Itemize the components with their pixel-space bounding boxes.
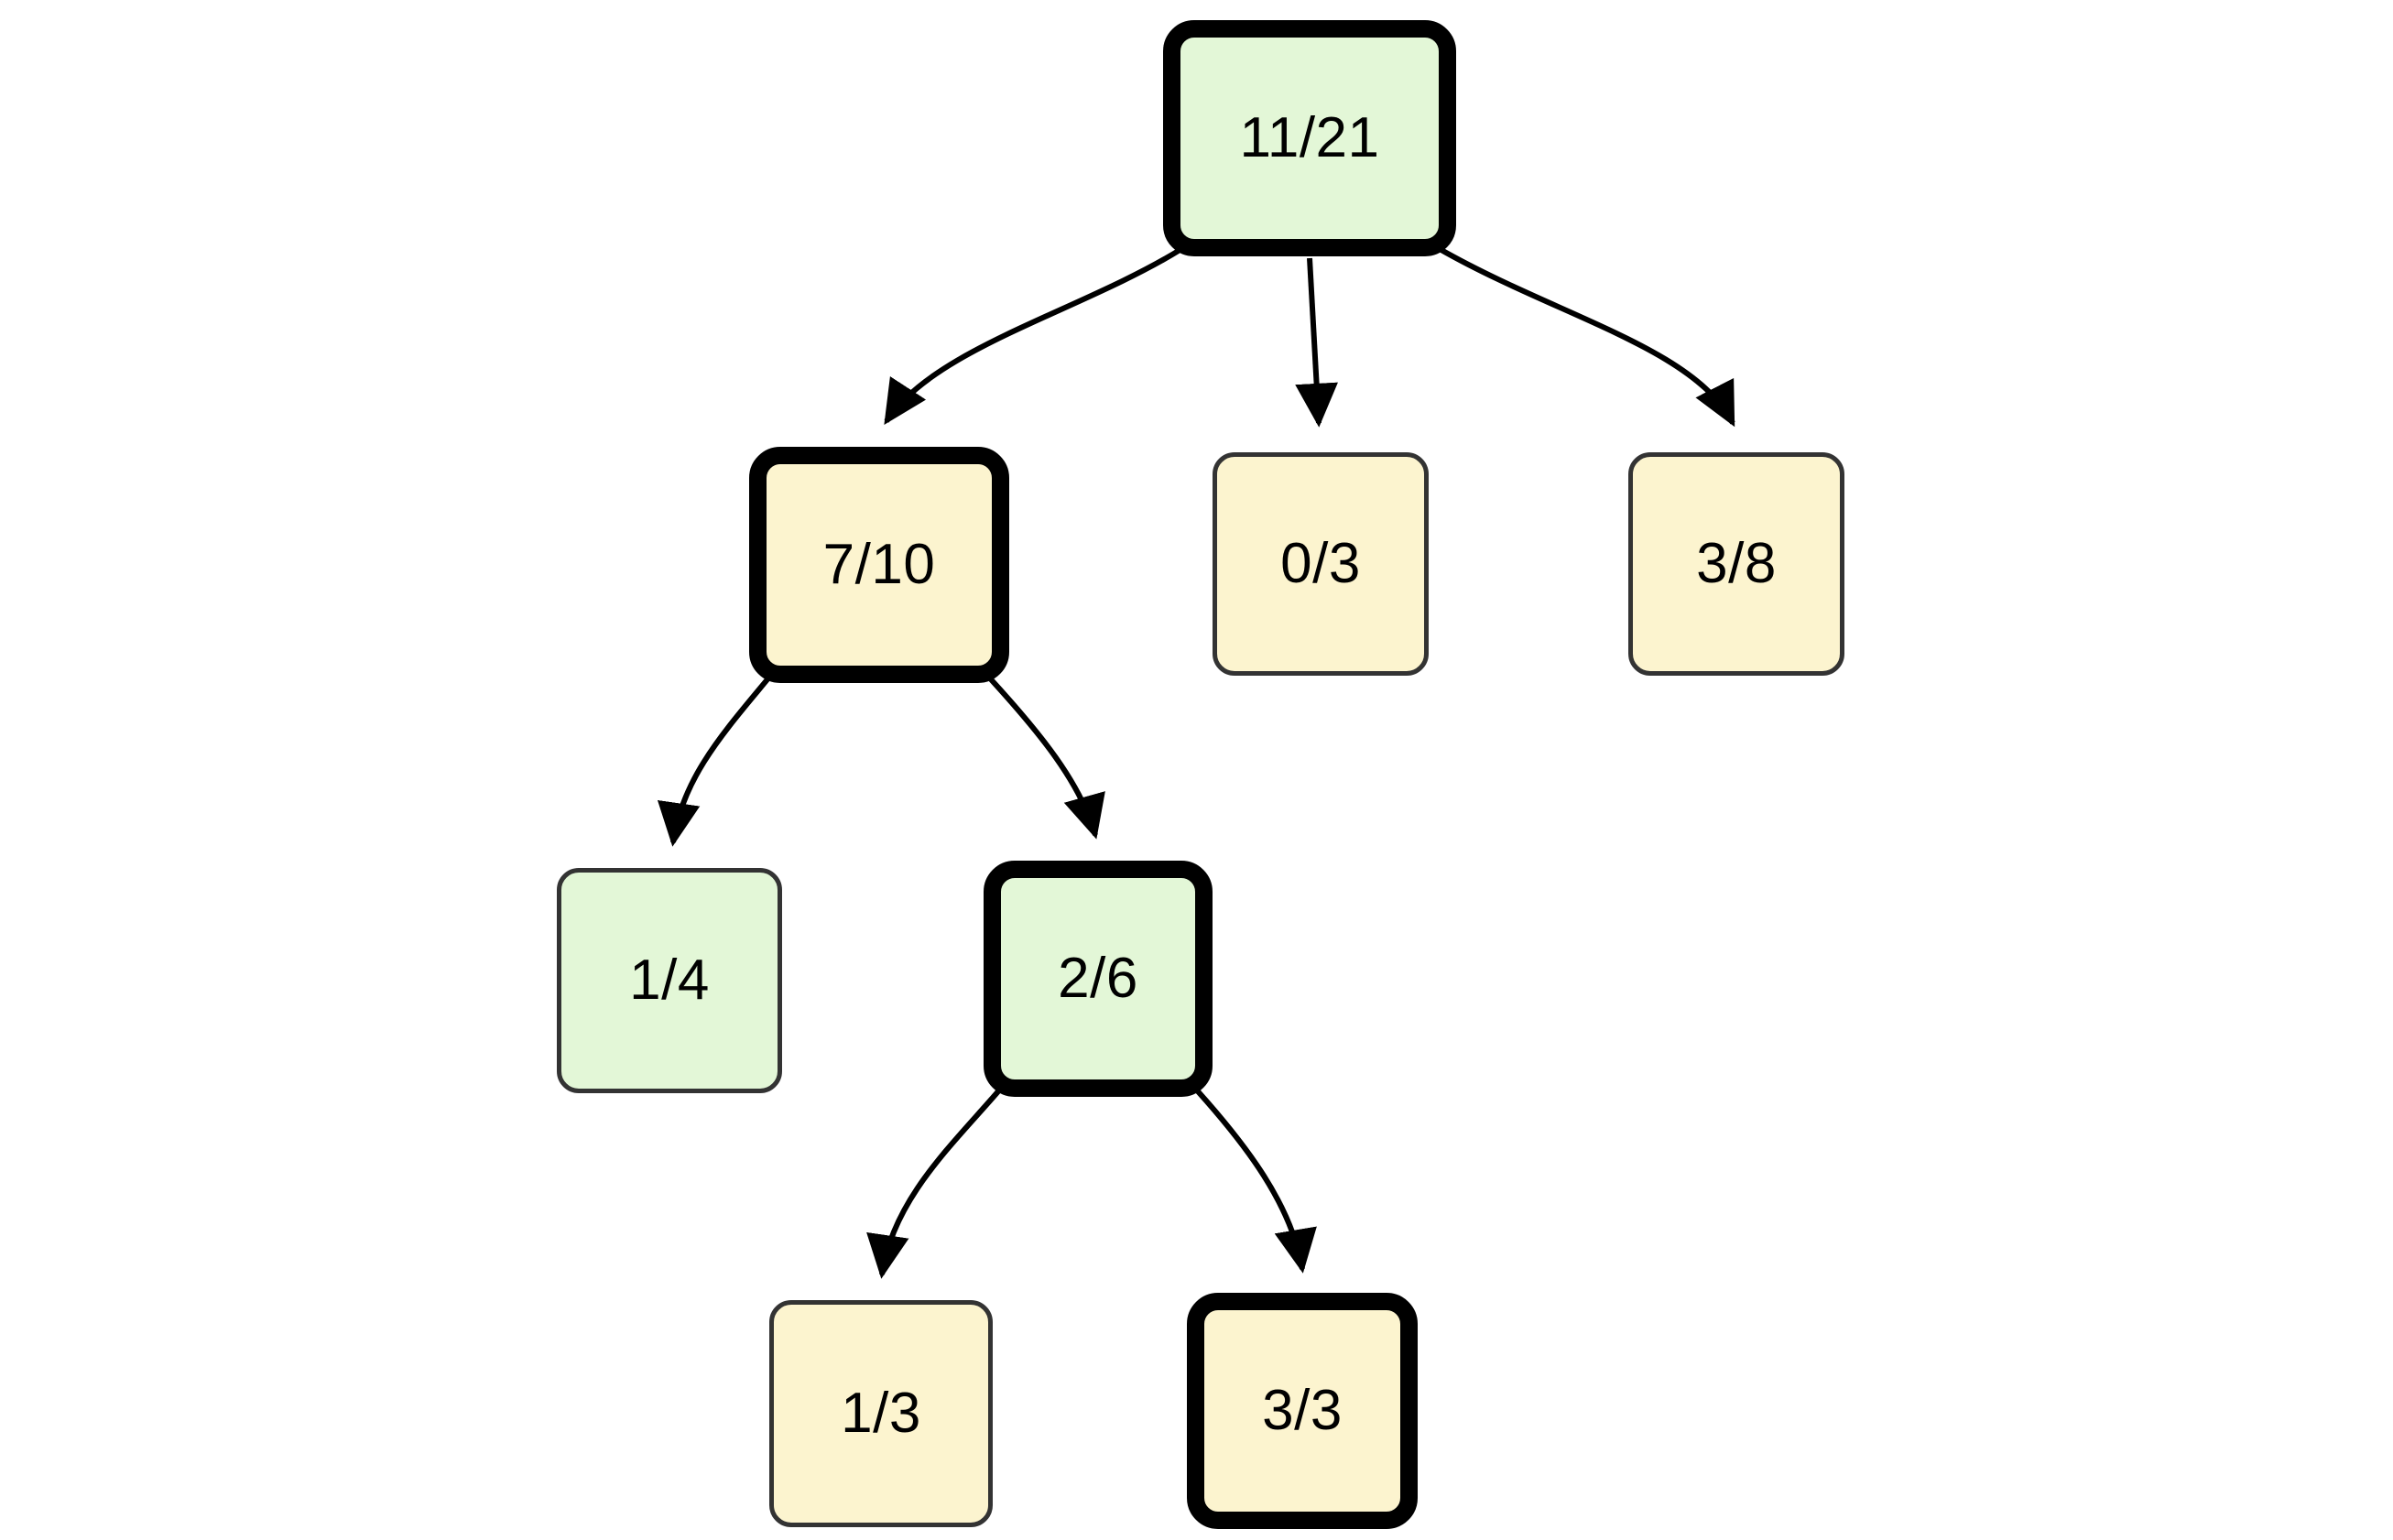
tree-node-label: 11/21 [1239,106,1380,169]
tree-node-n33[interactable]: 3/3 [1187,1293,1418,1529]
tree-node-label: 1/3 [841,1382,921,1445]
tree-edge-root-to-n38 [1438,246,1735,428]
tree-node-label: 3/3 [1262,1379,1343,1442]
tree-edge-n710-to-n14 [657,678,770,847]
tree-node-label: 3/8 [1696,532,1777,595]
tree-node-n03[interactable]: 0/3 [1213,452,1429,676]
tree-node-root[interactable]: 11/21 [1163,20,1456,256]
tree-edge-n26-to-n13 [866,1090,1001,1279]
tree-node-n26[interactable]: 2/6 [984,861,1213,1097]
tree-node-n38[interactable]: 3/8 [1628,452,1844,676]
tree-node-n14[interactable]: 1/4 [557,868,782,1093]
tree-edge-n710-to-n26 [988,677,1105,840]
tree-node-n710[interactable]: 7/10 [749,447,1009,683]
tree-edge-root-to-n710 [884,246,1183,426]
edges-group [657,246,1735,1279]
tree-node-label: 0/3 [1280,532,1361,595]
tree-node-label: 7/10 [822,533,936,596]
tree-node-n13[interactable]: 1/3 [769,1300,993,1527]
tree-edge-n26-to-n33 [1195,1089,1317,1274]
tree-node-label: 2/6 [1058,947,1138,1010]
tree-node-label: 1/4 [629,949,710,1012]
tree-edge-root-to-n03 [1295,257,1338,428]
